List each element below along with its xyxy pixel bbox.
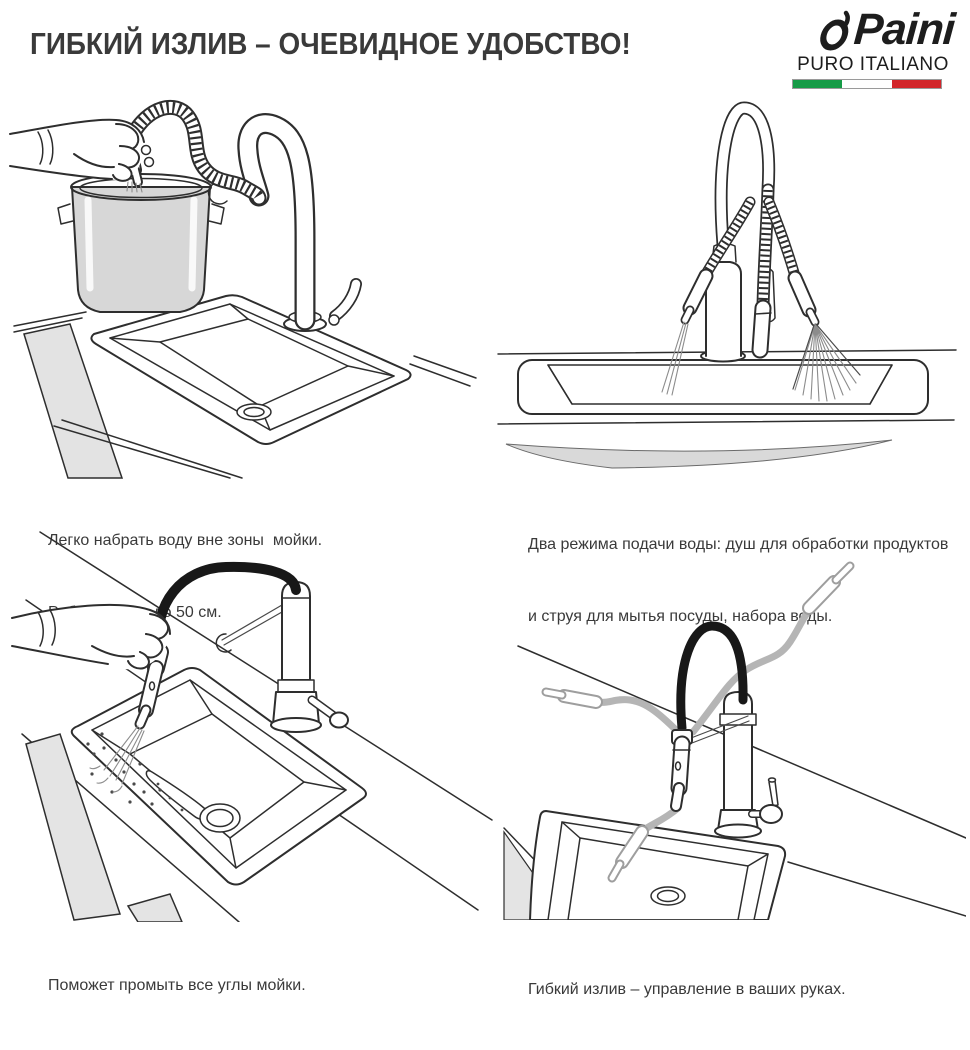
counter <box>497 349 957 469</box>
paini-symbol-icon <box>820 10 850 51</box>
docked-spray-head <box>670 729 693 812</box>
pot <box>57 173 225 313</box>
panel-flexible-control: Гибкий излив – управление в ваших руках. <box>496 520 966 1050</box>
italian-flag-icon <box>792 79 942 89</box>
faucet <box>207 113 362 332</box>
brand-logo: Paini PURO ITALIANO <box>792 4 956 89</box>
black-hose <box>153 561 301 655</box>
brand-tagline: PURO ITALIANO <box>797 54 949 75</box>
counter <box>13 311 477 479</box>
caption-line: Легко набрать воду вне зоны мойки. <box>48 532 323 549</box>
support-rod <box>690 715 750 744</box>
water-jet <box>126 181 143 193</box>
sink <box>517 359 929 415</box>
illustration-two-modes <box>497 101 957 469</box>
jet-mode-head <box>661 196 756 396</box>
flag-wrap <box>792 79 954 89</box>
black-hose <box>676 621 748 733</box>
illustration-rinse-corners <box>11 531 493 922</box>
shower-mode-head <box>763 196 861 402</box>
illustration-fill-pot <box>9 99 477 479</box>
pullout-hose <box>124 99 267 206</box>
sink <box>70 667 367 886</box>
faucet <box>714 691 783 839</box>
sink <box>529 810 787 920</box>
illustration-flexible-control <box>503 561 966 920</box>
hand <box>11 603 171 670</box>
brand-name: Paini <box>852 5 956 54</box>
caption-line: Поможет промыть все углы мойки. <box>48 977 306 994</box>
ghost-positions <box>541 561 855 883</box>
caption-line: Гибкий излив – управление в ваших руках. <box>528 981 846 998</box>
caption-line: Два режима подачи воды: душ для обработк… <box>528 536 949 553</box>
panel-two-modes: Два режима подачи воды: душ для обработк… <box>492 94 962 677</box>
splashes <box>86 732 184 812</box>
hand <box>9 118 155 182</box>
panel-fill-pot: Легко набрать воду вне зоны мойки. Рабоч… <box>8 94 478 673</box>
panel-rinse-corners: Поможет промыть все углы мойки. <box>4 522 494 1046</box>
water-jet <box>103 725 145 785</box>
brand-row: Paini <box>792 4 956 54</box>
sink <box>90 294 412 445</box>
page-title: ГИБКИЙ ИЗЛИВ – ОЧЕВИДНОЕ УДОБСТВО! <box>30 26 631 61</box>
